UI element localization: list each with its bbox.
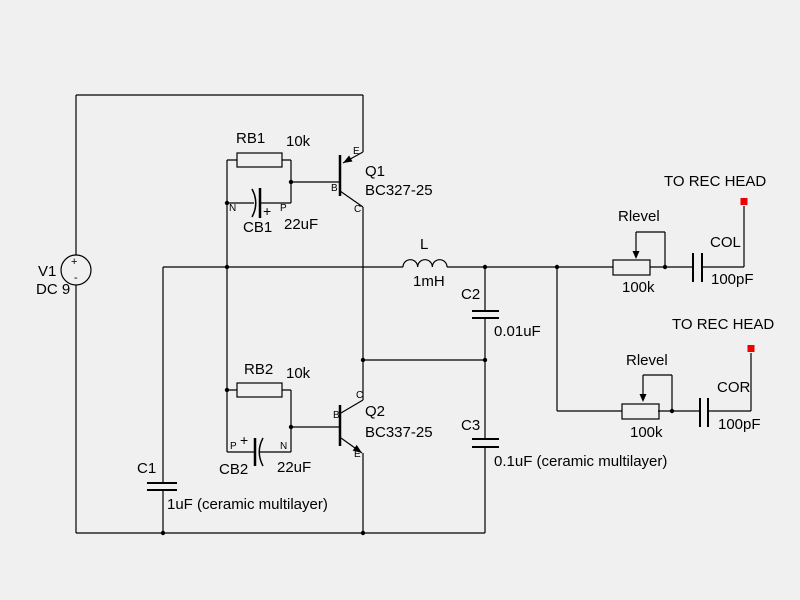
- c3-ref-label: C3: [461, 417, 481, 434]
- rb2-ref-label: RB2: [244, 361, 274, 378]
- q2-part-label: BC337-25: [365, 424, 433, 441]
- cb2-pin-n-label: N: [280, 441, 288, 452]
- capacitor-cb1-symbol: [227, 188, 291, 218]
- v1-plus-mark: +: [71, 256, 78, 268]
- l-ref-label: L: [420, 236, 429, 253]
- pot-bottom-value-label: 100k: [630, 424, 663, 441]
- q2-pin-c-label: C: [356, 390, 364, 401]
- transistor-q2-symbol: [291, 399, 364, 533]
- q1-part-label: BC327-25: [365, 182, 433, 199]
- rb2-value-label: 10k: [286, 365, 311, 382]
- c2-ref-label: C2: [461, 286, 481, 303]
- q1-ref-label: Q1: [365, 163, 386, 180]
- col-value-label: 100pF: [711, 271, 754, 288]
- capacitor-col-symbol: [692, 206, 745, 282]
- voltage-source-v1-symbol: [60, 254, 92, 286]
- capacitor-cb2-symbol: [227, 437, 291, 467]
- potentiometer-bottom-symbol: [556, 267, 700, 420]
- cor-ref-label: COR: [717, 379, 751, 396]
- cb2-ref-label: CB2: [219, 461, 249, 478]
- capacitor-c1-symbol: [147, 482, 177, 491]
- l-value-label: 1mH: [413, 273, 445, 290]
- v1-minus-mark: -: [74, 272, 78, 284]
- capacitor-c2-symbol: [472, 267, 499, 360]
- q2-ref-label: Q2: [365, 403, 386, 420]
- c1-value-label: 1uF (ceramic multilayer): [167, 496, 328, 513]
- capacitor-cor-symbol: [699, 353, 752, 427]
- q2-pin-b-label: B: [333, 410, 340, 421]
- v1-value-label: DC 9: [36, 281, 71, 298]
- cb1-ref-label: CB1: [243, 219, 273, 236]
- v1-ref-label: V1: [38, 263, 57, 280]
- cor-value-label: 100pF: [718, 416, 761, 433]
- cb1-pin-p-label: P: [280, 203, 287, 214]
- pot-top-value-label: 100k: [622, 279, 655, 296]
- cb2-plus-mark: +: [240, 432, 249, 448]
- col-ref-label: COL: [710, 234, 741, 251]
- q1-pin-c-label: C: [354, 204, 362, 215]
- c3-value-label: 0.1uF (ceramic multilayer): [494, 453, 668, 470]
- transistor-q1-symbol: [291, 151, 364, 400]
- rec-head-terminal-bottom: [747, 345, 755, 352]
- q2-pin-e-label: E: [354, 449, 361, 460]
- pot-bottom-ref-label: Rlevel: [626, 352, 668, 369]
- c1-ref-label: C1: [137, 460, 157, 477]
- potentiometer-top-symbol: [612, 231, 693, 276]
- cb1-value-label: 22uF: [284, 216, 319, 233]
- cb2-pin-p-label: P: [230, 441, 237, 452]
- rec-head-terminal-top: [740, 198, 748, 205]
- c2-value-label: 0.01uF: [494, 323, 541, 340]
- inductor-l-symbol: [402, 259, 613, 268]
- pot-top-ref-label: Rlevel: [618, 208, 660, 225]
- junction-dots: [160, 179, 675, 536]
- cb2-value-label: 22uF: [277, 459, 312, 476]
- rb1-ref-label: RB1: [236, 130, 266, 147]
- rec-head-bottom-label: TO REC HEAD: [672, 316, 775, 333]
- cb1-pin-n-label: N: [229, 203, 237, 214]
- capacitor-c3-symbol: [472, 360, 499, 533]
- q1-pin-b-label: B: [331, 183, 338, 194]
- rec-head-top-label: TO REC HEAD: [664, 173, 767, 190]
- power-rail-wires: [75, 94, 485, 534]
- q1-pin-e-label: E: [353, 146, 360, 157]
- bias-network-wires: [162, 160, 403, 533]
- rb1-value-label: 10k: [286, 133, 311, 150]
- cb1-plus-mark: +: [263, 203, 272, 219]
